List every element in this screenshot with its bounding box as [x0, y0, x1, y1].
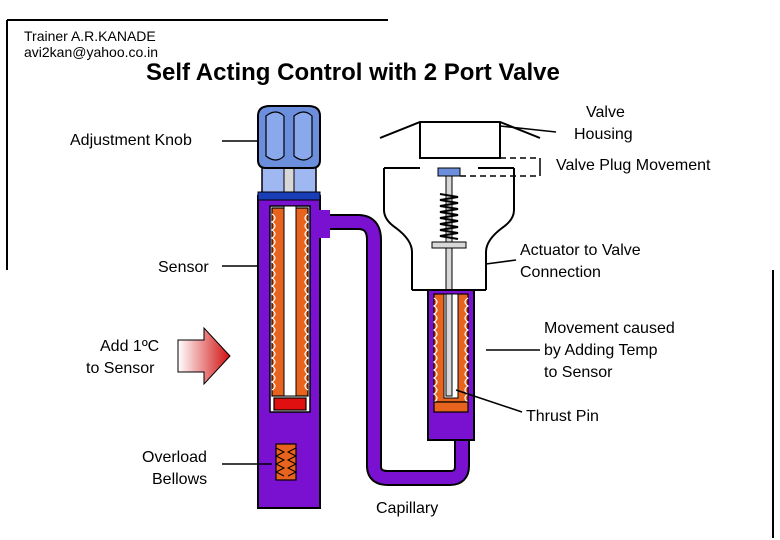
add-heat-arrow	[177, 326, 231, 386]
valve-housing	[379, 121, 541, 291]
label-thrust-pin: Thrust Pin	[526, 408, 599, 425]
label-actuator-2: Connection	[520, 264, 601, 281]
label-valve-housing-2: Housing	[574, 126, 633, 143]
label-adjustment-knob: Adjustment Knob	[70, 132, 192, 149]
actuator-body	[427, 289, 475, 441]
page-title: Self Acting Control with 2 Port Valve	[146, 59, 560, 86]
slide-frame	[6, 19, 774, 538]
label-overload-2: Bellows	[152, 471, 208, 488]
label-sensor: Sensor	[158, 259, 209, 276]
adjustment-knob	[257, 105, 321, 201]
label-capillary: Capillary	[376, 500, 439, 517]
label-movement-2: by Adding Temp	[544, 342, 658, 359]
label-actuator-1: Actuator to Valve	[520, 242, 641, 259]
label-overload-1: Overload	[142, 449, 207, 466]
trainer-email: avi2kan@yahoo.co.in	[24, 44, 159, 60]
overload-bellows	[274, 443, 298, 481]
label-add-temp-2: to Sensor	[86, 360, 155, 377]
sensor-bellows	[270, 205, 310, 411]
label-add-temp-1: Add 1ºC	[100, 338, 160, 355]
label-valve-plug-movement: Valve Plug Movement	[556, 157, 711, 174]
trainer-name: Trainer A.R.KANADE	[24, 28, 156, 44]
label-movement-1: Movement caused	[544, 320, 675, 337]
label-valve-housing-1: Valve	[586, 104, 625, 121]
leader-lines	[222, 125, 557, 465]
label-movement-3: to Sensor	[544, 364, 613, 381]
